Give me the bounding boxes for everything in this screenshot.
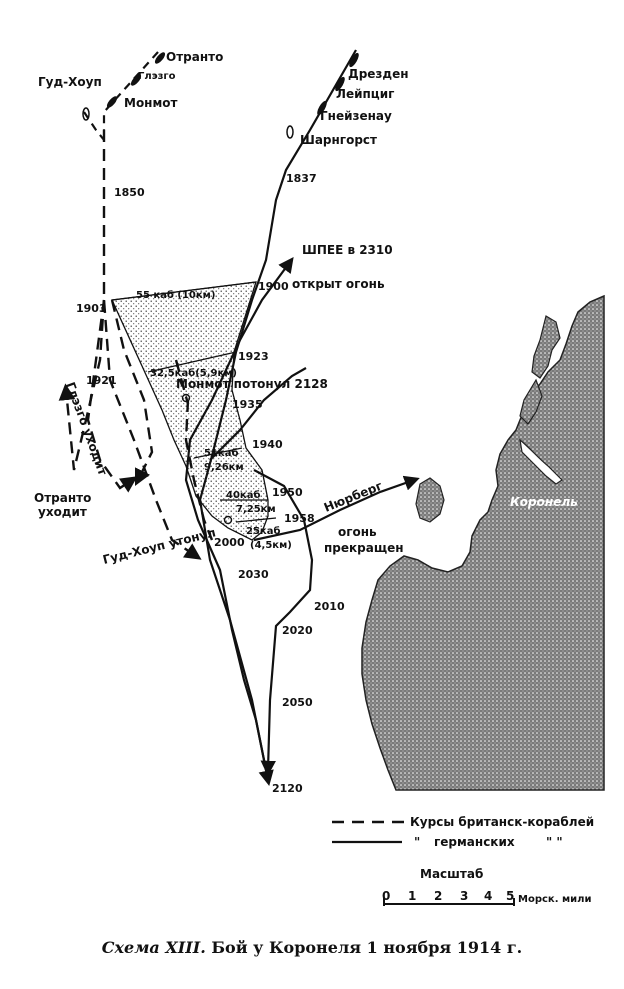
label-otranto: Отранто [166,50,223,64]
time-1900: 1900 [258,280,289,293]
course-squadron-east [209,367,307,461]
dist-725: 7,25км [236,504,276,515]
label-good-hope-sunk: Гуд-Хоуп утонул [101,525,217,567]
course-monmouth [58,299,106,471]
dist-926: 9,26км [204,462,244,473]
scale-unit: Морск. мили [518,894,592,905]
label-coronel: Коронель [510,495,578,509]
label-good-hope: Гуд-Хоуп [38,75,102,89]
course-nurnberg [253,475,420,542]
time-2120: 2120 [272,782,303,795]
caption-scheme: Схема XIII. [101,938,206,957]
label-glasgow: Глэзго [138,71,176,82]
caption-title: Бой у Коронеля 1 ноября 1914 г. [211,938,523,957]
label-open-fire: открыт огонь [292,277,385,291]
time-1950: 1950 [272,486,303,499]
coast-land [361,294,605,791]
time-1903: 1903 [76,302,107,315]
label-spee: ШПЕЕ в 2310 [302,243,393,257]
label-scharnhorst: Шарнгорст [300,133,377,147]
dist-51: 51каб [204,447,238,459]
dist-55: 55 каб (10км) [136,289,215,301]
scale-tick-0: 0 [382,889,390,903]
course-good-hope [102,130,202,560]
scale-tick-3: 3 [460,889,468,903]
time-1921: 1921 [86,374,117,387]
scale-tick-5: 5 [506,889,514,903]
map-caption: Схема XIII. Бой у Коронеля 1 ноября 1914… [0,938,624,957]
time-2000: 2000 [214,536,245,549]
legend-german: германских [434,835,515,849]
course-gh-east [174,359,190,405]
course-gneisenau [184,257,294,781]
time-1923: 1923 [238,350,269,363]
coast-spit [519,378,543,425]
course-glasgow [110,299,154,487]
label-otranto-leaves-1: Отранто [34,491,91,505]
course-dresden-south [253,469,314,777]
dist-40: 40каб [226,489,260,501]
coast-peninsula [531,315,561,379]
time-1940: 1940 [252,438,283,451]
course-otranto [86,299,138,493]
scale-tick-2: 2 [434,889,442,903]
scale-tick-1: 1 [408,889,416,903]
scale-bar: Масштаб 0 1 2 3 4 5 Морск. мили [382,867,592,906]
ship-icons-german [286,52,359,139]
label-fire-stop-2: прекращен [324,541,404,555]
course-scharnhorst [198,49,357,787]
good-hope-sunk-marker [223,515,233,525]
course-monmouth-late [184,399,214,541]
dist-325: 32,5каб(5,9км) [150,367,237,379]
label-monmouth: Монмот [124,96,178,110]
legend-british: Курсы британск-кораблей [410,815,594,829]
time-2030: 2030 [238,568,269,581]
legend: Курсы британск-кораблей " германских " " [332,815,594,849]
label-otranto-leaves-2: уходит [38,505,87,519]
time-1850: 1850 [114,186,145,199]
monmouth-sunk-marker [181,393,191,403]
legend-german-ditto: " [414,835,420,849]
label-fire-stop-1: огонь [338,525,377,539]
dist-25: 25каб [246,525,280,537]
range-line-25 [235,517,277,523]
ship-icons-british [82,52,166,121]
scale-title: Масштаб [420,867,483,881]
range-line-32 [147,351,237,373]
legend-german-end: " " [546,835,563,849]
time-2010: 2010 [314,600,345,613]
label-gneisenau: Гнейзенау [320,109,392,123]
range-line-55 [111,281,257,301]
label-nurnberg: Нюрберг [322,479,384,515]
label-dresden: Дрезден [348,67,409,81]
coast-inlet [519,438,563,485]
time-1958: 1958 [284,512,315,525]
engagement-zone [111,281,269,541]
time-2050: 2050 [282,696,313,709]
label-monmouth-sunk: Монмот потонул 2128 [176,377,328,391]
island [415,477,445,523]
time-1837: 1837 [286,172,317,185]
scale-tick-4: 4 [484,889,492,903]
time-2020: 2020 [282,624,313,637]
time-1935: 1935 [232,398,263,411]
label-leipzig: Лейпциг [336,87,394,101]
dist-45: (4,5км) [250,540,292,551]
